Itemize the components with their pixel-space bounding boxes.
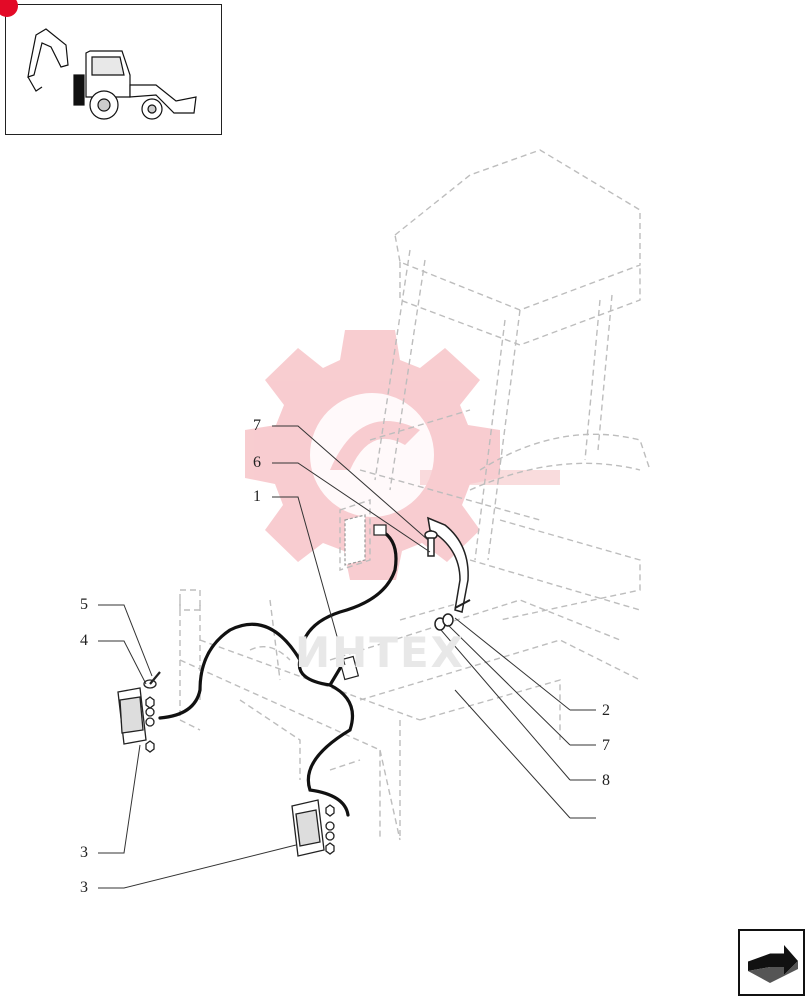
callout-7-top: 7	[253, 417, 261, 434]
callout-4: 4	[80, 632, 88, 649]
callout-8: 8	[602, 772, 610, 789]
tail-lamp-left	[117, 687, 155, 753]
next-page-arrow-icon	[747, 945, 798, 983]
callout-7-bottom: 7	[602, 737, 610, 754]
backhoe-loader-thumbnail-icon	[27, 28, 197, 120]
callout-1: 1	[253, 488, 261, 505]
next-page-button[interactable]	[738, 929, 805, 996]
callout-5: 5	[80, 596, 88, 613]
callout-3-left: 3	[80, 844, 88, 861]
connector-part-1	[338, 514, 387, 681]
tail-lamp-right	[291, 799, 335, 857]
washer-part-4	[143, 671, 161, 689]
callout-3-right: 3	[80, 879, 88, 896]
tractor-cab-outline	[179, 149, 651, 841]
machine-thumbnail[interactable]	[0, 0, 222, 135]
accent-dot	[0, 0, 18, 17]
leader-lines	[98, 425, 596, 889]
watermark-gear-logo	[245, 330, 560, 580]
bracket-part-2	[424, 516, 471, 631]
callout-2: 2	[602, 702, 610, 719]
callout-6: 6	[253, 454, 261, 471]
watermark-text: ИНТЕХ	[295, 628, 466, 677]
wire-harness	[158, 528, 398, 817]
